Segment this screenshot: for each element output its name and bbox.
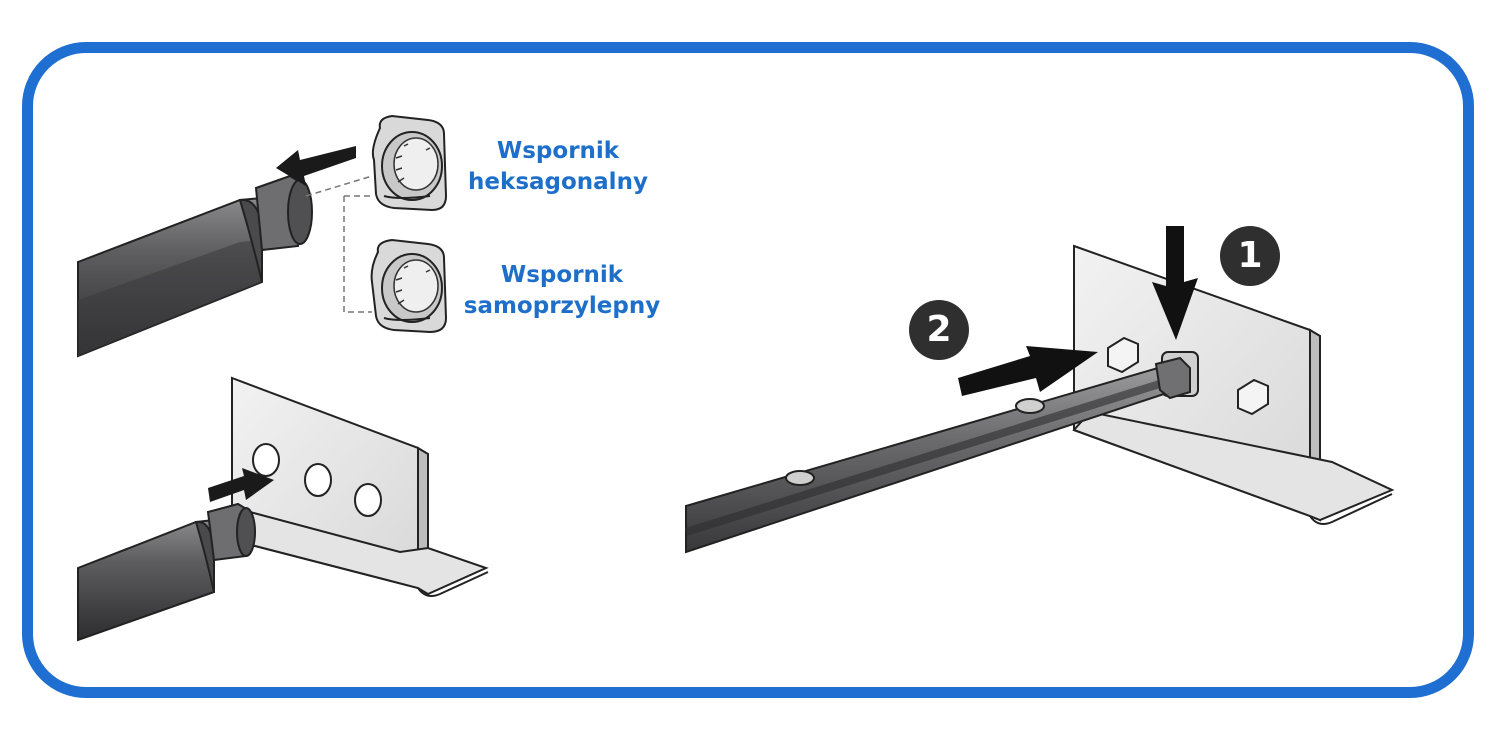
step-2-badge (909, 300, 969, 360)
rod-end-cap-top (254, 174, 313, 252)
hex-bracket-label-line1: Wspornik (496, 138, 620, 164)
rod-bottom-left (77, 502, 256, 642)
pull-arrow-top (276, 146, 356, 186)
adhesive-bracket-part (370, 238, 448, 334)
rod-top-left (77, 196, 263, 358)
press-arrow-down (1152, 226, 1198, 340)
insert-arrow-bottom-left (208, 468, 274, 502)
push-arrow-right (958, 346, 1098, 396)
step-1-number: 1 (1237, 235, 1263, 276)
hex-bracket-label-line2: heksagonalny (468, 169, 648, 195)
bracket-plate-bottom-left (230, 376, 489, 597)
hex-bracket-part (371, 114, 448, 212)
adhesive-bracket-label-line1: Wspornik (500, 262, 624, 288)
rod-right (684, 356, 1191, 554)
step-2-number: 2 (926, 309, 952, 350)
hex-bracket-label: Wspornik heksagonalny (458, 136, 658, 198)
adhesive-bracket-label-line2: samoprzylepny (463, 293, 661, 319)
adhesive-bracket-label: Wspornik samoprzylepny (452, 260, 672, 322)
guide-lines (305, 175, 373, 313)
step-1-badge (1220, 226, 1280, 286)
